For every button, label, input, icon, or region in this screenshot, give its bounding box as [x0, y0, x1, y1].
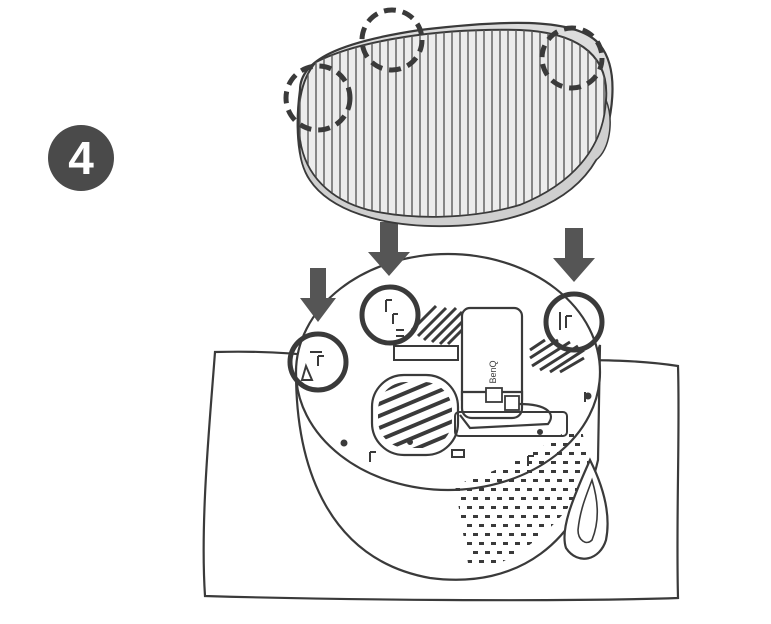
cloth-tail-icon [563, 457, 609, 560]
down-arrow-icon [300, 222, 595, 322]
projector-base-icon: BenQ [294, 252, 602, 581]
step-number-badge: 4 [48, 125, 114, 191]
streaming-dongle: BenQ [454, 306, 568, 437]
brand-mark: BenQ [488, 360, 498, 383]
cover-tab-dashed-circles [283, 7, 605, 133]
latch-slot [393, 345, 459, 361]
latch-highlight-circles [287, 284, 605, 393]
alignment-marks [340, 313, 592, 466]
latch-marks [300, 299, 572, 381]
step-number: 4 [68, 132, 94, 184]
intake-vent [370, 373, 460, 457]
filter-cover-icon [296, 21, 614, 228]
